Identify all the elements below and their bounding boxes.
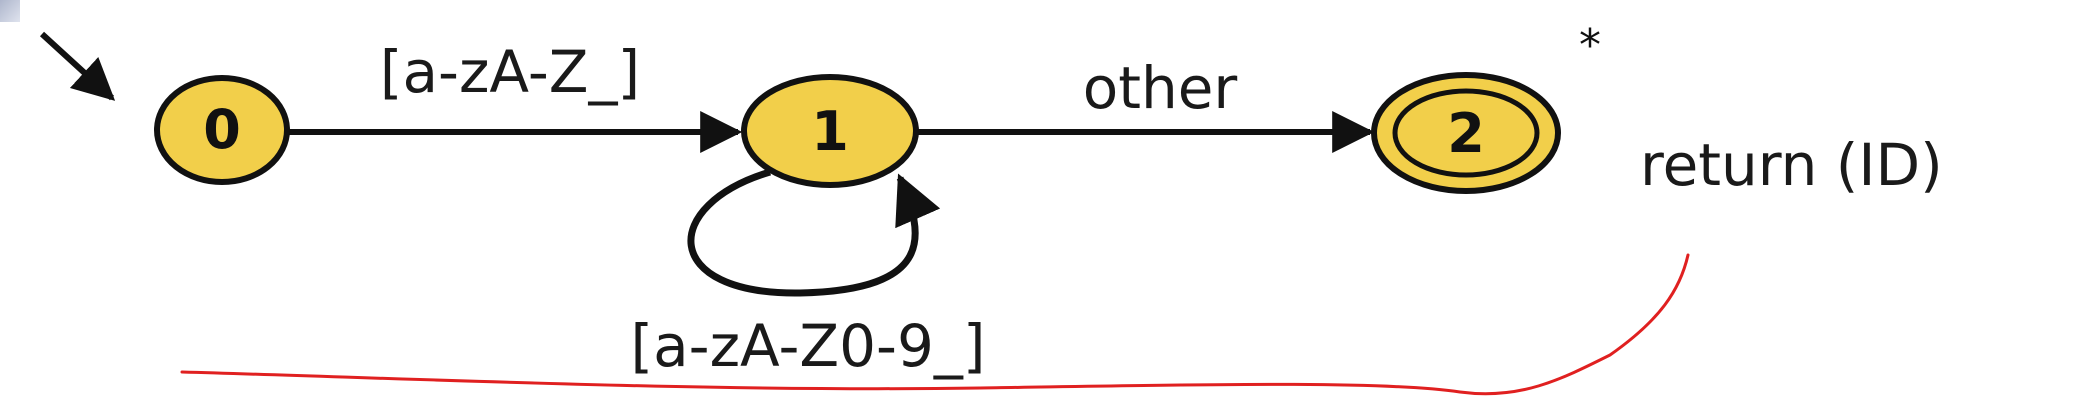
state-1-label: 1 (811, 100, 849, 163)
self-loop-arrow (687, 168, 941, 297)
state-2-outer-circle (1371, 72, 1561, 194)
state-0-label: 0 (203, 98, 241, 161)
state-0: 0 (154, 75, 290, 185)
red-underline-annotation (180, 253, 1690, 396)
transition-0-to-1-label: [a-zA-Z_] (380, 38, 640, 106)
start-arrow (39, 31, 116, 101)
state-2-inner-circle (1392, 88, 1540, 178)
state-1-circle (741, 74, 919, 188)
slide-corner-mark (0, 0, 20, 22)
state-2: 2 (1371, 72, 1561, 194)
state-0-circle (154, 75, 290, 185)
action-text: return (ID) (1640, 131, 1943, 199)
state-1: 1 (741, 74, 919, 188)
state-2-star-marker: * (1579, 20, 1601, 71)
self-loop-label: [a-zA-Z0-9_] (631, 312, 986, 380)
state-2-label: 2 (1447, 102, 1485, 165)
transition-1-to-2-label: other (1083, 54, 1238, 122)
